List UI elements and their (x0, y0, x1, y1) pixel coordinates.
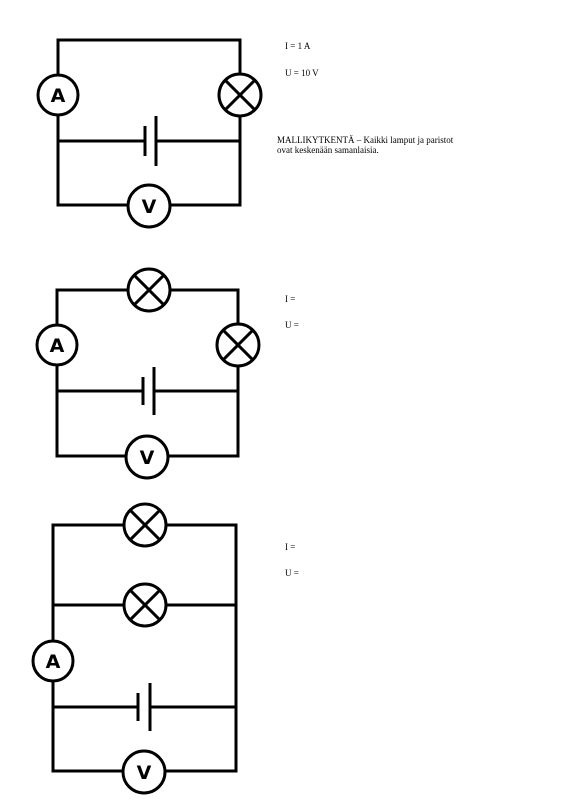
model-circuit-note-line-1: MALLIKYTKENTÄ – Kaikki lamput ja paristo… (277, 135, 454, 145)
current-reading-2: I = (285, 294, 296, 304)
lamp-icon (217, 72, 263, 118)
circuit-1: A V (36, 38, 263, 229)
current-reading-3: I = (285, 542, 296, 552)
voltage-reading-1: U = 10 V (285, 68, 319, 78)
current-reading-1: I = 1 A (285, 41, 311, 51)
voltmeter-icon: V (121, 749, 167, 795)
circuit-2: A V (35, 267, 261, 480)
circuit-2-wires (55, 288, 240, 458)
voltage-reading-2: U = (285, 320, 299, 330)
circuit-3-wires (51, 523, 238, 773)
battery-icon (136, 683, 152, 731)
voltmeter-label: V (140, 447, 155, 469)
model-circuit-note: MALLIKYTKENTÄ – Kaikki lamput ja paristo… (277, 135, 517, 155)
ammeter-icon: A (36, 73, 80, 117)
ammeter-icon: A (35, 323, 79, 367)
voltmeter-label: V (137, 762, 152, 784)
lamp-icon (122, 502, 168, 548)
circuit-3: A V (31, 502, 238, 795)
voltmeter-icon: V (126, 183, 172, 229)
voltmeter-label: V (142, 196, 157, 218)
voltmeter-icon: V (124, 434, 170, 480)
ammeter-label: A (50, 335, 65, 357)
ammeter-label: A (46, 651, 61, 673)
battery-icon (141, 367, 156, 415)
ammeter-label: A (51, 85, 66, 107)
ammeter-icon: A (31, 639, 75, 683)
voltage-reading-3: U = (285, 568, 299, 578)
lamp-icon (126, 267, 172, 313)
lamp-icon (122, 582, 168, 628)
battery-icon (143, 116, 158, 166)
lamp-icon (215, 322, 261, 368)
circuit-1-wires (56, 38, 242, 207)
model-circuit-note-line-2: ovat keskenään samanlaisia. (277, 145, 379, 155)
